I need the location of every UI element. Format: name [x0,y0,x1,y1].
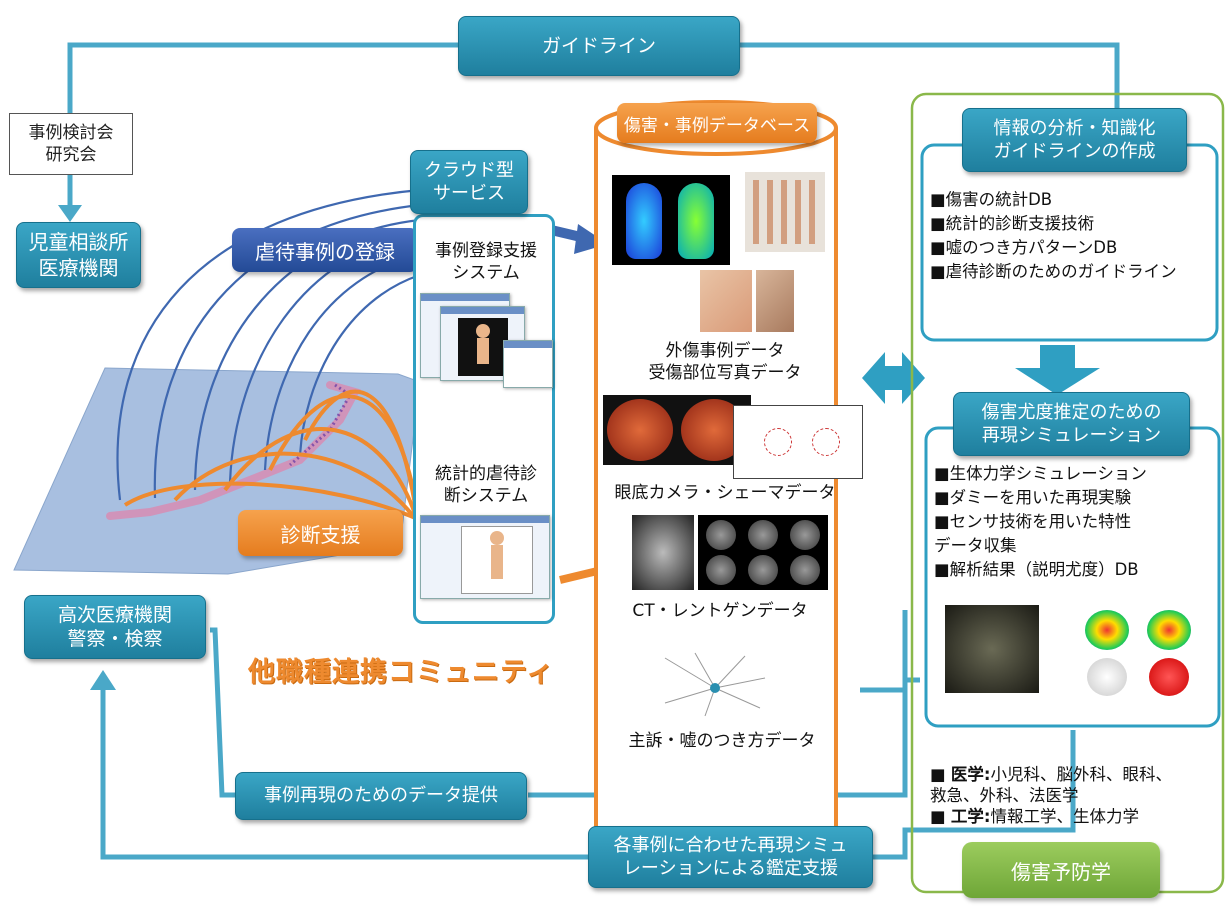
simulation-list: ■生体力学シミュレーション ■ダミーを用いた再現実験 ■センサ技術を用いた特性 … [934,462,1147,582]
cloud-title-line2: サービス [433,183,505,204]
analysis-title-line2: ガイドラインの作成 [993,141,1156,162]
registration-box: 虐待事例の登録 [232,228,418,272]
simulation-title-line2: 再現シミュレーション [981,425,1162,446]
prevention-box: 傷害予防学 [962,842,1160,898]
child-guidance-line1: 児童相談所 [28,230,129,254]
analysis-list: ■傷害の統計DB ■統計的診断支援技術 ■嘘のつき方パターンDB ■虐待診断のた… [930,188,1177,284]
simulation-item: ■センサ技術を用いた特性 [934,512,1132,531]
complaint-label: 主訴・嘘のつき方データ [628,731,816,751]
medical-label: 医学: [950,765,991,784]
higher-medical-line2: 警察・検察 [67,628,163,650]
community-title: 他職種連携コミュニティ [248,657,555,688]
trauma-line1: 外傷事例データ [665,341,785,361]
simulation-item: ■ダミーを用いた再現実験 [934,488,1132,507]
photo-injury-1 [700,270,752,332]
analysis-item: ■統計的診断支援技術 [930,214,1095,233]
fundus-label: 眼底カメラ・シェーマデータ [614,483,836,503]
appraisal-line2: レーションによる鑑定支援 [622,858,839,879]
case-review-line1: 事例検討会 [28,123,114,143]
experiment-photo [945,605,1039,693]
stat-system-label: 統計的虐待診 断システム [418,463,554,507]
guideline-box: ガイドライン [458,16,740,76]
up-arrow-icon [90,670,116,690]
database-title: 傷害・事例データベース [617,103,817,143]
database-title-label: 傷害・事例データベース [623,115,811,136]
reg-system-line2: システム [452,263,520,283]
appraisal-line1: 各事例に合わせた再現シミュ [613,835,848,856]
network-image [645,648,775,720]
ct-scan-image [698,515,828,590]
case-review-box: 事例検討会 研究会 [9,113,133,175]
ct-label: CT・レントゲンデータ [632,601,808,621]
fundus-image [603,395,751,465]
guideline-label: ガイドライン [541,35,656,57]
analysis-item: ■傷害の統計DB [930,190,1053,209]
medical-text1: 小児科、脳外科、眼科、 [990,765,1172,784]
stat-system-line2: 断システム [443,486,529,506]
stat-system-screenshot [420,515,550,599]
appraisal-box: 各事例に合わせた再現シミュ レーションによる鑑定支援 [588,826,873,888]
engineering-text: 情報工学、生体力学 [990,807,1139,826]
child-guidance-line2: 医療機関 [38,256,119,280]
child-guidance-box: 児童相談所 医療機関 [16,222,141,288]
photo-injury-2 [756,270,794,332]
prevention-label: 傷害予防学 [1011,859,1111,884]
cloud-service-title: クラウド型 サービス [410,150,528,214]
medical-text2: 救急、外科、法医学 [930,786,1079,805]
engineering-label: 工学: [950,807,991,826]
diagnosis-arcs [123,389,422,541]
registration-label: 虐待事例の登録 [255,239,395,264]
down-arrow-icon [58,205,82,222]
diagnosis-support-label: 診断支援 [280,522,361,547]
stat-system-line1: 統計的虐待診 [435,464,537,484]
diagnosis-support-box: 診断支援 [238,510,403,556]
higher-medical-box: 高次医療機関 警察・検察 [24,595,206,659]
analysis-item: ■虐待診断のためのガイドライン [930,262,1177,281]
analysis-title: 情報の分析・知識化 ガイドラインの作成 [962,108,1187,172]
data-provision-box: 事例再現のためのデータ提供 [235,772,527,820]
registration-screenshot-3 [503,340,553,388]
simulation-title-line1: 傷害尤度推定のための [981,402,1162,423]
medical-field-line: ■ 医学:小児科、脳外科、眼科、 [930,765,1172,784]
case-review-line2: 研究会 [45,145,97,165]
double-arrow-icon [862,352,925,404]
simulation-item: ■解析結果（説明尤度）DB [934,560,1139,579]
fields-text: ■ 医学:小児科、脳外科、眼科、 救急、外科、法医学 ■ 工学:情報工学、生体力… [930,764,1222,827]
body-scan-image [612,175,730,265]
down-big-arrow-icon [1015,345,1100,395]
data-provision-label: 事例再現のためのデータ提供 [264,785,498,806]
schema-image [733,405,863,479]
head-simulation-image [1075,608,1205,700]
registration-system-label: 事例登録支援 システム [418,240,554,284]
analysis-title-line1: 情報の分析・知識化 [993,118,1156,139]
trauma-data-label: 外傷事例データ 受傷部位写真データ [620,340,830,384]
trauma-line2: 受傷部位写真データ [648,363,802,383]
analysis-item: ■嘘のつき方パターンDB [930,238,1118,257]
higher-medical-line1: 高次医療機関 [57,604,172,626]
network-graph [664,652,766,717]
simulation-item: ■生体力学シミュレーション [934,464,1147,483]
reg-system-line1: 事例登録支援 [435,241,537,261]
engineering-field-line: ■ 工学:情報工学、生体力学 [930,807,1139,826]
xray-image [632,515,694,590]
simulation-title: 傷害尤度推定のための 再現シミュレーション [953,392,1190,456]
injury-figures-image [745,172,825,252]
cloud-title-line1: クラウド型 [424,160,514,181]
simulation-item: データ収集 [934,536,1017,555]
